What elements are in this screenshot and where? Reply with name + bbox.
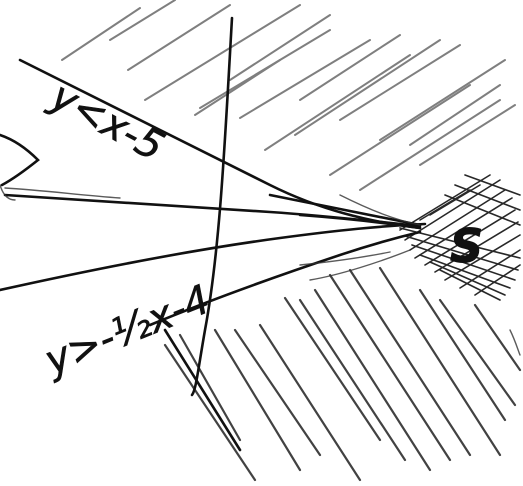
sketch-strokes — [0, 184, 521, 356]
inequality-label-top: y<x-5 — [42, 73, 171, 171]
lower-left-diagonal — [163, 328, 242, 452]
funnel-line-2 — [268, 193, 422, 227]
lower-boundary-line — [148, 230, 422, 327]
lower-shading-hatches — [163, 266, 522, 482]
funnel-line-3 — [298, 213, 422, 230]
line-y-less-x-minus-5 — [18, 58, 422, 230]
left-bracket-scribble — [0, 133, 40, 187]
upper-shading-hatches — [61, 0, 516, 191]
line-y-greater-half-x-minus-4 — [0, 222, 427, 292]
solution-region-label: S — [450, 219, 483, 273]
vertical-axis-line — [190, 16, 234, 397]
solution-region-shading — [399, 174, 521, 301]
boundary-lines — [0, 16, 427, 452]
